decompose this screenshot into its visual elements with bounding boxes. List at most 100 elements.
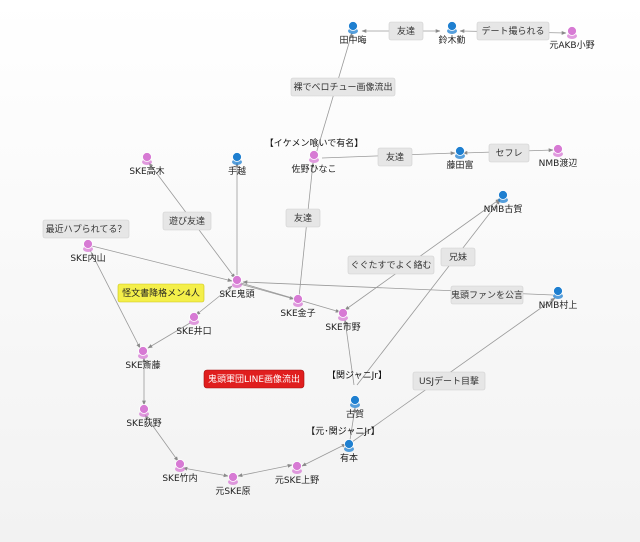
svg-text:遊び友達: 遊び友達	[169, 215, 205, 227]
edge-kaneko-sano	[298, 162, 315, 298]
node-label: 手越	[228, 165, 246, 177]
edge-uchiyama-saito	[89, 249, 141, 349]
male-person-icon	[232, 152, 242, 165]
edge-label-kito-fan: 鬼頭ファンを公言	[450, 285, 524, 305]
node-fujita: 藤田富	[446, 146, 474, 171]
female-person-icon	[232, 275, 242, 288]
node-label: SKE高木	[129, 165, 164, 177]
node-label: SKE荻野	[126, 418, 161, 429]
node-koga: 古賀	[346, 395, 364, 420]
edge-kito-kaneko	[239, 283, 295, 300]
tag-line-leak: 鬼頭軍団LINE画像流出	[203, 369, 305, 389]
node-ske_takeuchi: SKE竹内	[162, 459, 198, 484]
edge-takeuchi-hara	[182, 466, 229, 478]
node-ske_takagi: SKE高木	[129, 152, 165, 177]
edge-arimoto-murakami	[351, 297, 556, 443]
node-tanaka: 田中晦	[339, 21, 367, 46]
node-label: SKE竹内	[162, 472, 197, 484]
node-ske_kaneko: SKE金子	[280, 294, 316, 319]
edge-kito-ichino	[240, 282, 341, 313]
svg-text:【関ジャニJr】: 【関ジャニJr】	[327, 370, 387, 381]
node-label: 佐野ひなこ	[291, 163, 336, 175]
svg-text:兄妹: 兄妹	[449, 251, 467, 263]
female-person-icon	[138, 346, 148, 359]
edge-ueno-arimoto	[301, 443, 347, 467]
node-label: SKE金子	[280, 307, 315, 319]
node-label: 元SKE上野	[275, 475, 319, 486]
female-person-icon	[228, 472, 238, 485]
svg-text:友達: 友達	[386, 151, 404, 163]
edge-inoguchi-saito	[147, 322, 191, 349]
edge-layer	[89, 29, 567, 478]
node-label: 藤田富	[446, 159, 473, 171]
female-person-icon	[293, 294, 303, 307]
edge-hara-ueno	[237, 463, 293, 478]
svg-text:裸でベロチュー画像流出: 裸でベロチュー画像流出	[293, 81, 392, 93]
female-person-icon	[175, 459, 185, 472]
node-label: SKE内山	[70, 252, 105, 264]
svg-text:ぐぐたすでよく絡む: ぐぐたすでよく絡む	[350, 259, 431, 271]
male-person-icon	[348, 21, 358, 34]
node-label: 元SKE原	[215, 486, 250, 497]
node-nmb_watanabe: NMB渡辺	[539, 144, 578, 169]
svg-text:USJデート目撃: USJデート目撃	[419, 375, 479, 387]
node-label: 元AKB小野	[549, 40, 594, 51]
node-ske_ichino: SKE市野	[325, 308, 361, 333]
male-person-icon	[447, 21, 457, 34]
node-label: 鈴木勤	[438, 34, 465, 46]
svg-text:【イケメン喰いで有名】: 【イケメン喰いで有名】	[265, 137, 363, 149]
node-label: 有本	[340, 452, 358, 464]
node-label: NMB渡辺	[539, 157, 578, 169]
svg-text:セフレ: セフレ	[495, 148, 522, 159]
node-label: 古賀	[346, 408, 364, 420]
edge-arimoto-koga	[349, 407, 357, 441]
tag-kaibunsho: 怪文書降格メン4人	[117, 283, 205, 303]
note-ikemen: 【イケメン喰いで有名】	[265, 137, 363, 149]
node-suzuki: 鈴木勤	[438, 21, 466, 46]
female-person-icon	[309, 150, 319, 163]
female-person-icon	[189, 312, 199, 325]
node-ske_inoguchi: SKE井口	[176, 312, 212, 337]
node-label: SKE井口	[176, 325, 211, 337]
edge-label-usj: USJデート目撃	[412, 371, 486, 391]
svg-text:怪文書降格メン4人: 怪文書降格メン4人	[122, 287, 200, 299]
node-sano: 佐野ひなこ	[291, 150, 337, 175]
node-ske_uchiyama: SKE内山	[70, 239, 106, 264]
male-person-icon	[344, 439, 354, 452]
edge-label-gudaguda: ぐぐたすでよく絡む	[347, 255, 435, 275]
svg-text:友達: 友達	[397, 25, 415, 37]
male-person-icon	[498, 190, 508, 203]
note-kan-jr: 【関ジャニJr】	[327, 370, 387, 381]
note-moto-kan-jr: 【元･関ジャニJr】	[306, 426, 379, 437]
male-person-icon	[350, 395, 360, 408]
svg-text:友達: 友達	[294, 212, 312, 224]
edge-label-tomo2: 友達	[377, 147, 413, 167]
node-label: NMB村上	[539, 299, 578, 311]
edge-label-hadaka: 裸でベロチュー画像流出	[290, 77, 396, 97]
female-person-icon	[292, 461, 302, 474]
node-arimoto: 有本	[340, 439, 358, 464]
edge-uchiyama-kito	[91, 245, 233, 282]
svg-text:鬼頭ファンを公言: 鬼頭ファンを公言	[451, 289, 523, 301]
node-layer: 田中晦 鈴木勤元AKB小野佐野ひなこ 藤田富 NMB渡辺 SKE高木 手越 NMB古賀 SKE…	[70, 21, 595, 497]
node-nmb_murakami: NMB村上	[539, 286, 578, 311]
node-label: SKE市野	[325, 321, 360, 333]
node-nmb_koga: NMB古賀	[484, 190, 523, 215]
edge-label-asobi: 遊び友達	[162, 211, 212, 231]
edge-ogino-takeuchi	[144, 414, 179, 462]
edge-koga-nmbkoga	[356, 199, 501, 386]
edge-label-tomo1: 友達	[388, 21, 424, 41]
node-ske_ogino: SKE荻野	[126, 404, 162, 429]
node-label: SKE鬼頭	[219, 288, 254, 300]
edge-label-ani: 兄妹	[440, 247, 476, 267]
edge-label-date: デート撮られる	[476, 21, 550, 41]
node-label: NMB古賀	[484, 203, 523, 215]
female-person-icon	[553, 144, 563, 157]
node-label: SKE斎藤	[125, 359, 160, 371]
female-person-icon	[142, 152, 152, 165]
edge-inoguchi-kito	[195, 285, 233, 316]
svg-text:デート撮られる: デート撮られる	[481, 25, 544, 37]
edge-label-tomo3: 友達	[285, 208, 321, 228]
node-label: 田中晦	[339, 34, 366, 46]
